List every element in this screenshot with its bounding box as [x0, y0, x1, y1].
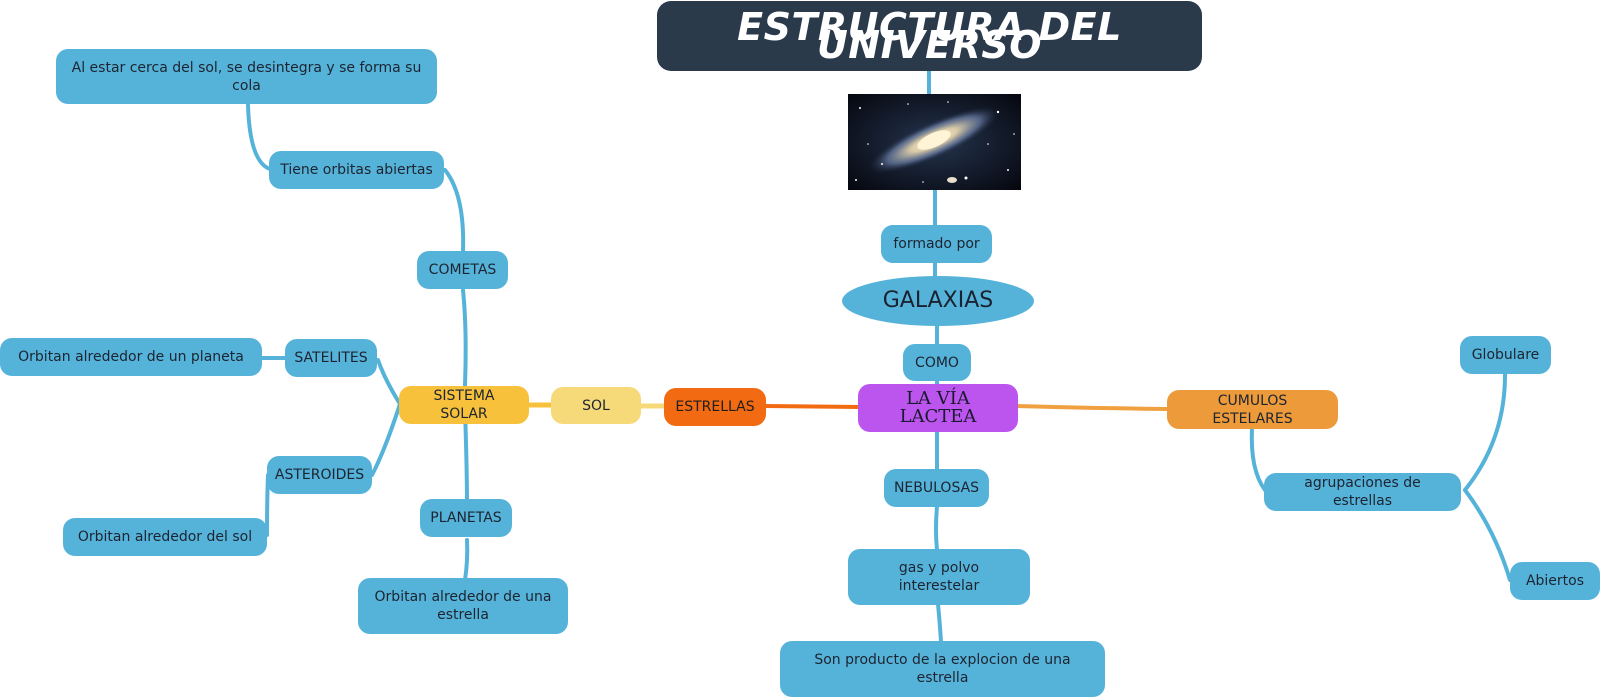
nebulosas-gas-node[interactable]: gas y polvo interestelar	[848, 549, 1030, 605]
nebulosas-producto-node[interactable]: Son producto de la explocion de una estr…	[780, 641, 1105, 697]
diagram-title: ESTRUCTURA DEL UNIVERSO	[657, 1, 1202, 71]
globulare-node[interactable]: Globulare	[1460, 336, 1551, 374]
link-via-cumulos	[1013, 404, 1170, 411]
link-planetas-desc	[463, 538, 470, 582]
satelites-node[interactable]: SATELITES	[285, 339, 377, 377]
sistema-solar-node[interactable]: SISTEMA SOLAR	[399, 386, 529, 424]
planetas-desc-node[interactable]: Orbitan alrededor de una estrella	[358, 578, 568, 634]
asteroides-desc-node[interactable]: Orbitan alrededor del sol	[63, 518, 267, 556]
nebulosas-node[interactable]: NEBULOSAS	[884, 469, 989, 507]
abiertos-node[interactable]: Abiertos	[1510, 562, 1600, 600]
link-gas-producto	[936, 602, 943, 644]
estrellas-node[interactable]: ESTRELLAS	[664, 388, 766, 426]
link-desc-abiertos	[1463, 488, 1512, 582]
asteroides-node[interactable]: ASTEROIDES	[267, 456, 372, 494]
link-cumulos-desc	[1249, 426, 1267, 492]
link-sistema-asteroides	[370, 402, 402, 477]
planetas-node[interactable]: PLANETAS	[420, 499, 512, 537]
cumulos-desc-node[interactable]: agrupaciones de estrellas	[1264, 473, 1461, 511]
link-sistema-planetas	[463, 408, 469, 507]
galaxy-photo-icon	[848, 94, 1021, 190]
cometas-orbitas-node[interactable]: Tiene orbitas abiertas	[269, 151, 444, 189]
galaxias-node[interactable]: GALAXIAS	[842, 276, 1034, 326]
satelites-desc-node[interactable]: Orbitan alrededor de un planeta	[0, 338, 262, 376]
link-desc-globulare	[1463, 373, 1507, 492]
link-sistema-cometas	[461, 288, 468, 387]
cometas-node[interactable]: COMETAS	[417, 251, 508, 289]
formado-por-node[interactable]: formado por	[881, 225, 992, 263]
via-lactea-node[interactable]: LA VÍA LACTEA	[858, 384, 1018, 432]
link-sistema-satelites	[376, 358, 402, 406]
link-estrellas-via	[763, 404, 862, 409]
cometas-cola-node[interactable]: Al estar cerca del sol, se desintegra y …	[56, 49, 437, 104]
cumulos-estelares-node[interactable]: CUMULOS ESTELARES	[1167, 390, 1338, 429]
como-node[interactable]: COMO	[903, 344, 971, 381]
sol-node[interactable]: SOL	[551, 387, 641, 424]
link-nebulosas-gas	[934, 504, 939, 552]
galaxy-image	[848, 94, 1021, 190]
link-cometas-orbitas	[443, 168, 466, 254]
